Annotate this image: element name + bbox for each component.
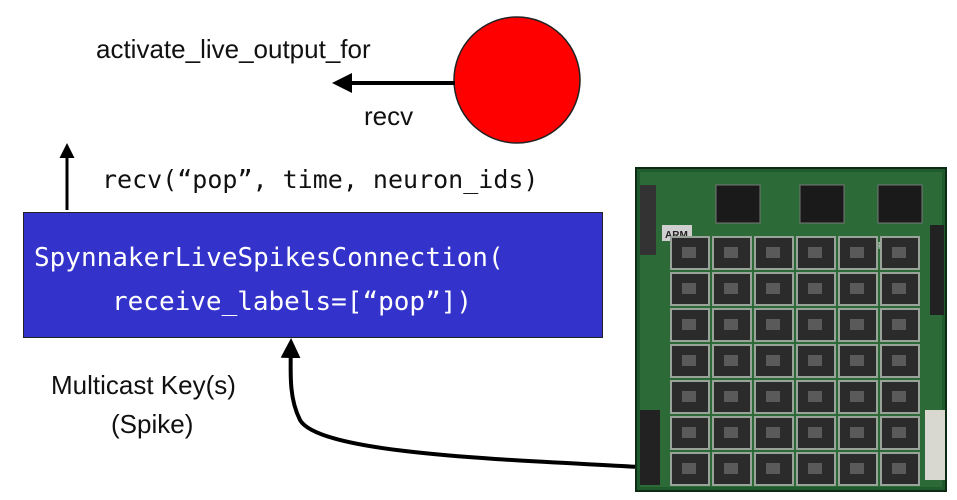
chip-marking [850, 427, 864, 438]
population-circle [453, 16, 581, 144]
chip-marking [682, 247, 696, 258]
spike-label: (Spike) [111, 409, 194, 439]
chip-marking [724, 319, 738, 330]
chip-marking [766, 247, 780, 258]
chip-marking [808, 247, 822, 258]
connection-box-line-1: SpynnakerLiveSpikesConnection( [34, 243, 504, 273]
chip-marking [808, 391, 822, 402]
chip-marking [850, 319, 864, 330]
chip-marking [682, 319, 696, 330]
recv-label: recv [364, 101, 414, 131]
chip-marking [850, 355, 864, 366]
chip-marking [808, 463, 822, 474]
chip-marking [682, 427, 696, 438]
chip-marking [766, 427, 780, 438]
chip-marking [850, 283, 864, 294]
live-spikes-connection-box: SpynnakerLiveSpikesConnection( receive_l… [23, 212, 603, 338]
chip-grid [670, 236, 920, 486]
chip-marking [892, 391, 906, 402]
chip-marking [724, 283, 738, 294]
callback-signature-label: recv(“pop”, time, neuron_ids) [102, 165, 539, 194]
chip-marking [682, 355, 696, 366]
chip-marking [766, 319, 780, 330]
chip-marking [724, 427, 738, 438]
chip-marking [850, 463, 864, 474]
spinnaker-board: ARM SpiNNaker [635, 167, 947, 492]
chip-marking [892, 247, 906, 258]
board-logo-text: ARM [665, 230, 688, 241]
multicast-keys-label: Multicast Key(s) [51, 370, 236, 400]
chip-marking [808, 283, 822, 294]
chip-marking [766, 391, 780, 402]
connection-box-line-2: receive_labels=[“pop”]) [112, 287, 473, 317]
chip-marking [892, 319, 906, 330]
chip-marking [724, 391, 738, 402]
multicast-arrow [280, 338, 641, 469]
chip-marking [724, 247, 738, 258]
chip-marking [850, 391, 864, 402]
chip-marking [808, 427, 822, 438]
chip-marking [766, 463, 780, 474]
chip-marking [724, 355, 738, 366]
chip-marking [682, 463, 696, 474]
chip-marking [808, 319, 822, 330]
chip-marking [892, 283, 906, 294]
chip-marking [850, 247, 864, 258]
chip-marking [892, 463, 906, 474]
activate-live-output-label: activate_live_output_for [96, 34, 371, 64]
chip-marking [808, 355, 822, 366]
chip-marking [766, 283, 780, 294]
chip-marking [682, 283, 696, 294]
chip-marking [724, 463, 738, 474]
chip-marking [682, 391, 696, 402]
chip-marking [766, 355, 780, 366]
chip-marking [892, 355, 906, 366]
chip-marking [892, 427, 906, 438]
